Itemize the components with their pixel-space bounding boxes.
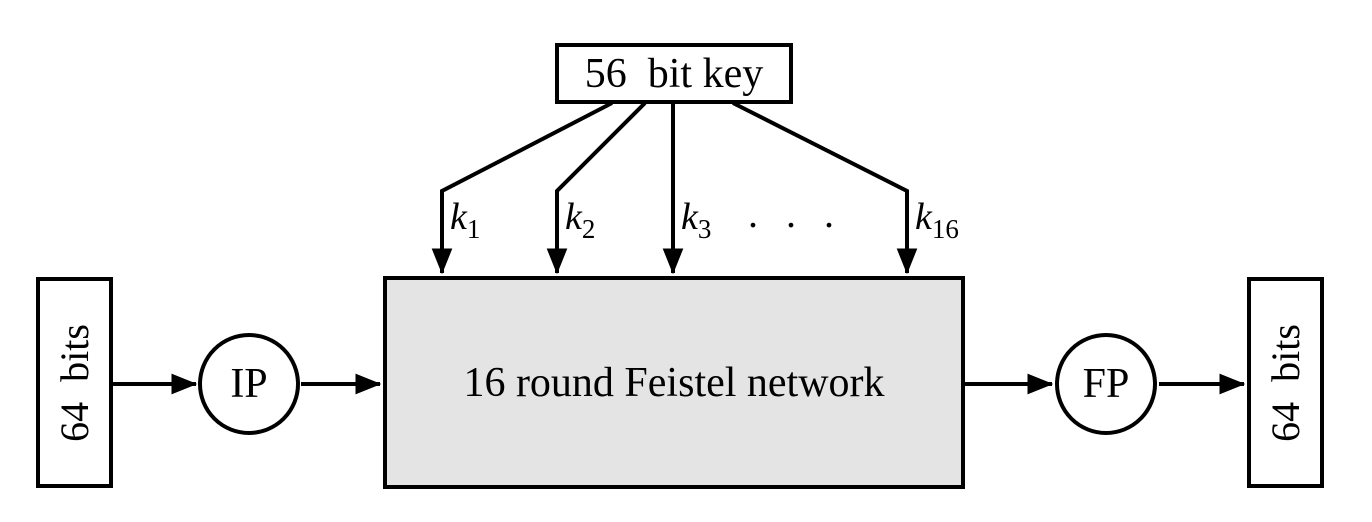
round-key-label-k1: k1 [450, 196, 480, 243]
k3-symbol: k [681, 196, 698, 238]
output-bits-label: 64 bits [1262, 323, 1308, 442]
k2-symbol: k [565, 196, 582, 238]
round-keys-ellipsis: . . . [748, 191, 843, 236]
key-box: 56 bit key [555, 43, 793, 104]
k3-subscript: 3 [697, 214, 712, 244]
k16-subscript: 16 [931, 214, 959, 244]
output-bits-box: 64 bits [1247, 277, 1324, 488]
key-box-label: 56 bit key [584, 50, 764, 97]
input-bits-label: 64 bits [51, 323, 97, 442]
feistel-network-label: 16 round Feistel network [463, 359, 885, 406]
input-bits-box: 64 bits [36, 277, 113, 488]
k1-symbol: k [450, 196, 467, 238]
arrow-key-k1 [431, 101, 613, 275]
final-permutation-label: FP [1082, 361, 1130, 407]
initial-permutation-label: IP [230, 361, 268, 407]
k1-subscript: 1 [466, 214, 481, 244]
k2-subscript: 2 [581, 214, 596, 244]
final-permutation-node: FP [1055, 333, 1157, 435]
feistel-network-box: 16 round Feistel network [383, 276, 965, 489]
k16-symbol: k [915, 196, 932, 238]
round-key-label-k2: k2 [565, 196, 595, 243]
arrow-key-k2 [546, 101, 647, 275]
initial-permutation-node: IP [198, 333, 300, 435]
arrow-key-k16 [732, 101, 918, 275]
round-key-label-k16: k16 [915, 196, 959, 243]
round-key-label-k3: k3 [681, 196, 711, 243]
